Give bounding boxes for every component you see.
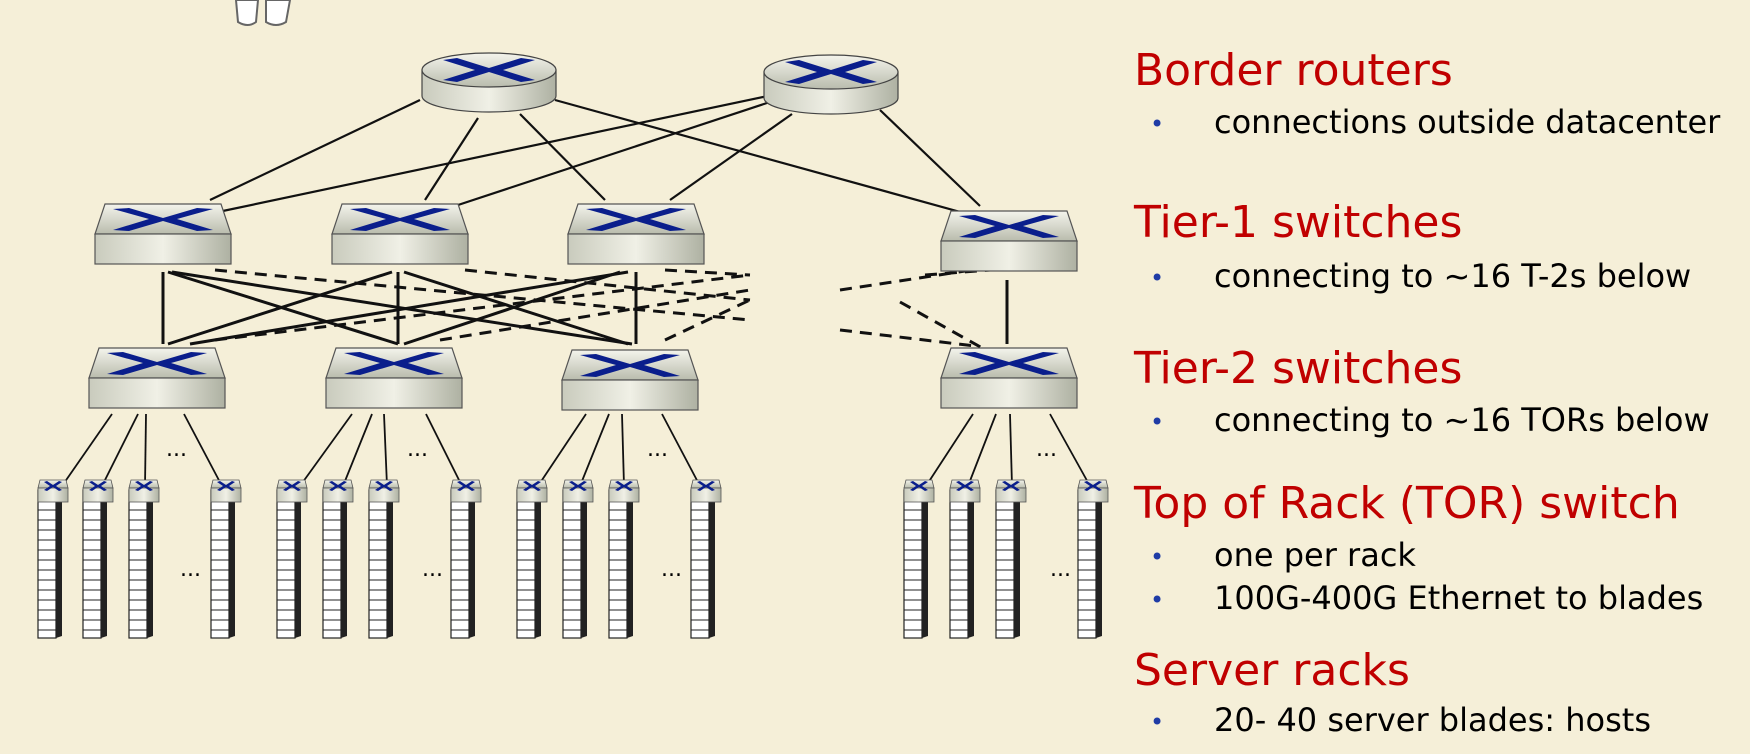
rack-group-3 [516,479,722,639]
bullet-icon: • [1150,708,1165,736]
server-rack [450,479,482,639]
person-icon [234,0,292,26]
tier1-title: Tier-1 switches [1134,197,1463,248]
tier-legend: Border routers •connections outside data… [1130,0,1750,754]
tier1-switch-1 [94,203,232,265]
tier1-bullet: •connecting to ~16 T-2s below [1150,256,1691,298]
tor-bullet-2: •100G-400G Ethernet to blades [1150,578,1703,620]
bullet-icon: • [1150,543,1165,571]
server-rack [368,479,400,639]
server-rack [322,479,354,639]
server-racks-bullet: •20- 40 server blades: hosts [1150,700,1651,742]
bullet-icon: • [1150,264,1165,292]
server-rack [128,479,160,639]
dashed-links [214,266,1001,360]
server-rack [1077,479,1109,639]
tier2-switch-1 [88,347,226,409]
rack-group-1 [37,479,242,639]
server-rack [995,479,1027,639]
ellipsis-rack-2: ... [422,557,443,582]
rack-group-2 [276,479,482,639]
tier2-title: Tier-2 switches [1134,343,1463,394]
tor-uplinks [61,413,1091,487]
border-router-2 [763,54,899,115]
border-router-1 [421,52,557,113]
ellipsis-rack-1: ... [180,557,201,582]
ellipsis-tor-1: ... [166,437,187,462]
server-rack [608,479,640,639]
server-rack [516,479,548,639]
ellipsis-tor-3: ... [647,437,668,462]
server-racks-title: Server racks [1134,645,1410,696]
server-rack [562,479,594,639]
ellipsis-rack-4: ... [1050,557,1071,582]
bullet-icon: • [1150,586,1165,614]
tor-bullet-1: •one per rack [1150,535,1416,577]
tier1-switch-3 [567,203,705,265]
server-rack [903,479,935,639]
server-rack [82,479,114,639]
tier2-bullet: •connecting to ~16 TORs below [1150,400,1710,442]
border-links [209,94,983,220]
border-routers-bullet: •connections outside datacenter [1150,102,1720,144]
server-rack [37,479,69,639]
tier1-switch-2 [331,203,469,265]
tier2-switch-4 [940,347,1078,409]
rack-group-4 [903,479,1109,639]
tier2-switch-2 [325,347,463,409]
ellipsis-tor-4: ... [1036,437,1057,462]
tier1-switch-4 [940,210,1078,272]
tier2-switch-3 [561,349,699,411]
server-rack [690,479,722,639]
border-routers-title: Border routers [1134,45,1453,96]
server-rack [210,479,242,639]
server-rack [276,479,308,639]
datacenter-network-diagram: ... ... ... ... ... ... ... ... [37,0,1109,639]
server-rack [949,479,981,639]
ellipsis-tor-2: ... [407,437,428,462]
bullet-icon: • [1150,110,1165,138]
tor-title: Top of Rack (TOR) switch [1134,478,1680,529]
ellipsis-rack-3: ... [661,557,682,582]
bullet-icon: • [1150,408,1165,436]
